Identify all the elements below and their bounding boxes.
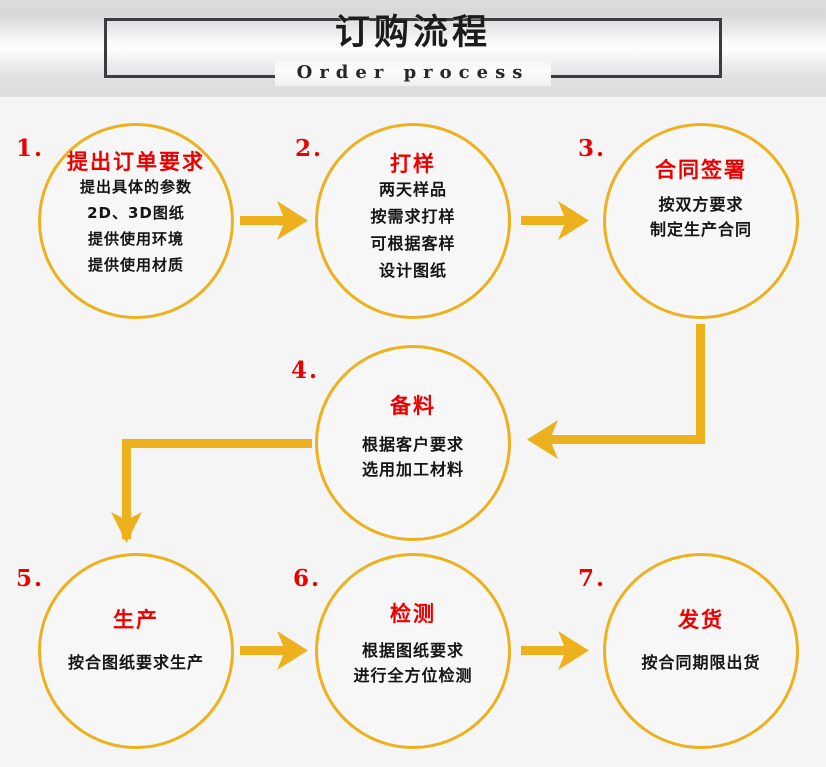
- flow-node-line: 根据客户要求: [361, 435, 464, 454]
- flow-node-line: 按合图纸要求生产: [67, 653, 204, 672]
- flow-node-step-4[interactable]: 备料 根据客户要求 选用加工材料: [315, 345, 511, 541]
- flow-node-line: 两天样品: [378, 180, 447, 199]
- flow-node-step-6[interactable]: 检测 根据图纸要求 进行全方位检测: [315, 553, 511, 749]
- flow-node-line: 提供使用环境: [87, 230, 184, 248]
- flow-node-line: 进行全方位检测: [353, 666, 473, 685]
- flow-node-body: 两天样品 按需求打样 可根据客样 设计图纸: [370, 176, 455, 284]
- flow-node-step-1[interactable]: 提出订单要求 提出具体的参数 2D、3D图纸 提供使用环境 提供使用材质: [38, 123, 234, 319]
- flow-node-title: 提出订单要求: [67, 150, 205, 174]
- page-subtitle-row: Order process: [0, 60, 826, 86]
- arrow-step2-to-step3-icon: [521, 201, 589, 240]
- arrow-step4-to-step5-icon: [111, 439, 312, 543]
- order-process-flow-diagram: 1. 提出订单要求 提出具体的参数 2D、3D图纸 提供使用环境 提供使用材质 …: [0, 97, 826, 767]
- flow-node-body: 根据图纸要求 进行全方位检测: [353, 638, 472, 688]
- flow-node-title: 合同签署: [655, 158, 747, 182]
- flow-connectors-layer: [111, 201, 705, 670]
- flow-node-line: 提出具体的参数: [79, 178, 192, 196]
- step-number-2: 2.: [295, 135, 324, 162]
- flow-node-body: 按双方要求 制定生产合同: [650, 192, 752, 242]
- step-number-3: 3.: [578, 135, 607, 162]
- flow-node-line: 设计图纸: [378, 261, 447, 280]
- flow-node-line: 2D、3D图纸: [87, 204, 185, 222]
- page-title: 订购流程: [334, 13, 491, 53]
- flow-node-line: 按合同期限出货: [641, 653, 761, 672]
- flow-node-step-5[interactable]: 生产 按合图纸要求生产: [38, 553, 234, 749]
- flow-node-body: 根据客户要求 选用加工材料: [362, 432, 464, 482]
- arrow-step5-to-step6-icon: [240, 631, 308, 670]
- arrow-step1-to-step2-icon: [240, 201, 308, 240]
- flow-node-title: 打样: [390, 152, 436, 176]
- flow-node-line: 根据图纸要求: [361, 641, 464, 660]
- flow-node-title: 发货: [678, 608, 724, 632]
- flow-node-body: 按合图纸要求生产: [68, 650, 204, 675]
- step-number-1: 1.: [16, 135, 45, 162]
- step-number-6: 6.: [293, 565, 322, 592]
- flow-node-line: 提供使用材质: [87, 256, 184, 274]
- step-number-5: 5.: [16, 565, 45, 592]
- flow-node-line: 制定生产合同: [649, 220, 752, 239]
- flow-node-line: 按需求打样: [370, 207, 456, 226]
- arrow-step3-to-step4-icon: [527, 324, 705, 459]
- page-header-banner: 订购流程 Order process: [0, 0, 826, 97]
- flow-node-title: 备料: [390, 394, 436, 418]
- step-number-4: 4.: [291, 357, 320, 384]
- step-number-7: 7.: [578, 565, 607, 592]
- flow-node-step-2[interactable]: 打样 两天样品 按需求打样 可根据客样 设计图纸: [315, 123, 511, 319]
- flow-node-title: 生产: [113, 608, 159, 632]
- flow-node-title: 检测: [390, 602, 436, 626]
- flow-node-line: 可根据客样: [370, 234, 456, 253]
- flow-node-step-3[interactable]: 合同签署 按双方要求 制定生产合同: [603, 123, 799, 319]
- flow-node-body: 按合同期限出货: [641, 650, 760, 675]
- flow-node-step-7[interactable]: 发货 按合同期限出货: [603, 553, 799, 749]
- page-subtitle: Order process: [274, 60, 552, 86]
- flow-node-line: 按双方要求: [658, 195, 744, 214]
- flow-node-body: 提出具体的参数 2D、3D图纸 提供使用环境 提供使用材质: [80, 174, 192, 278]
- flow-node-line: 选用加工材料: [361, 460, 464, 479]
- arrow-step6-to-step7-icon: [521, 631, 589, 670]
